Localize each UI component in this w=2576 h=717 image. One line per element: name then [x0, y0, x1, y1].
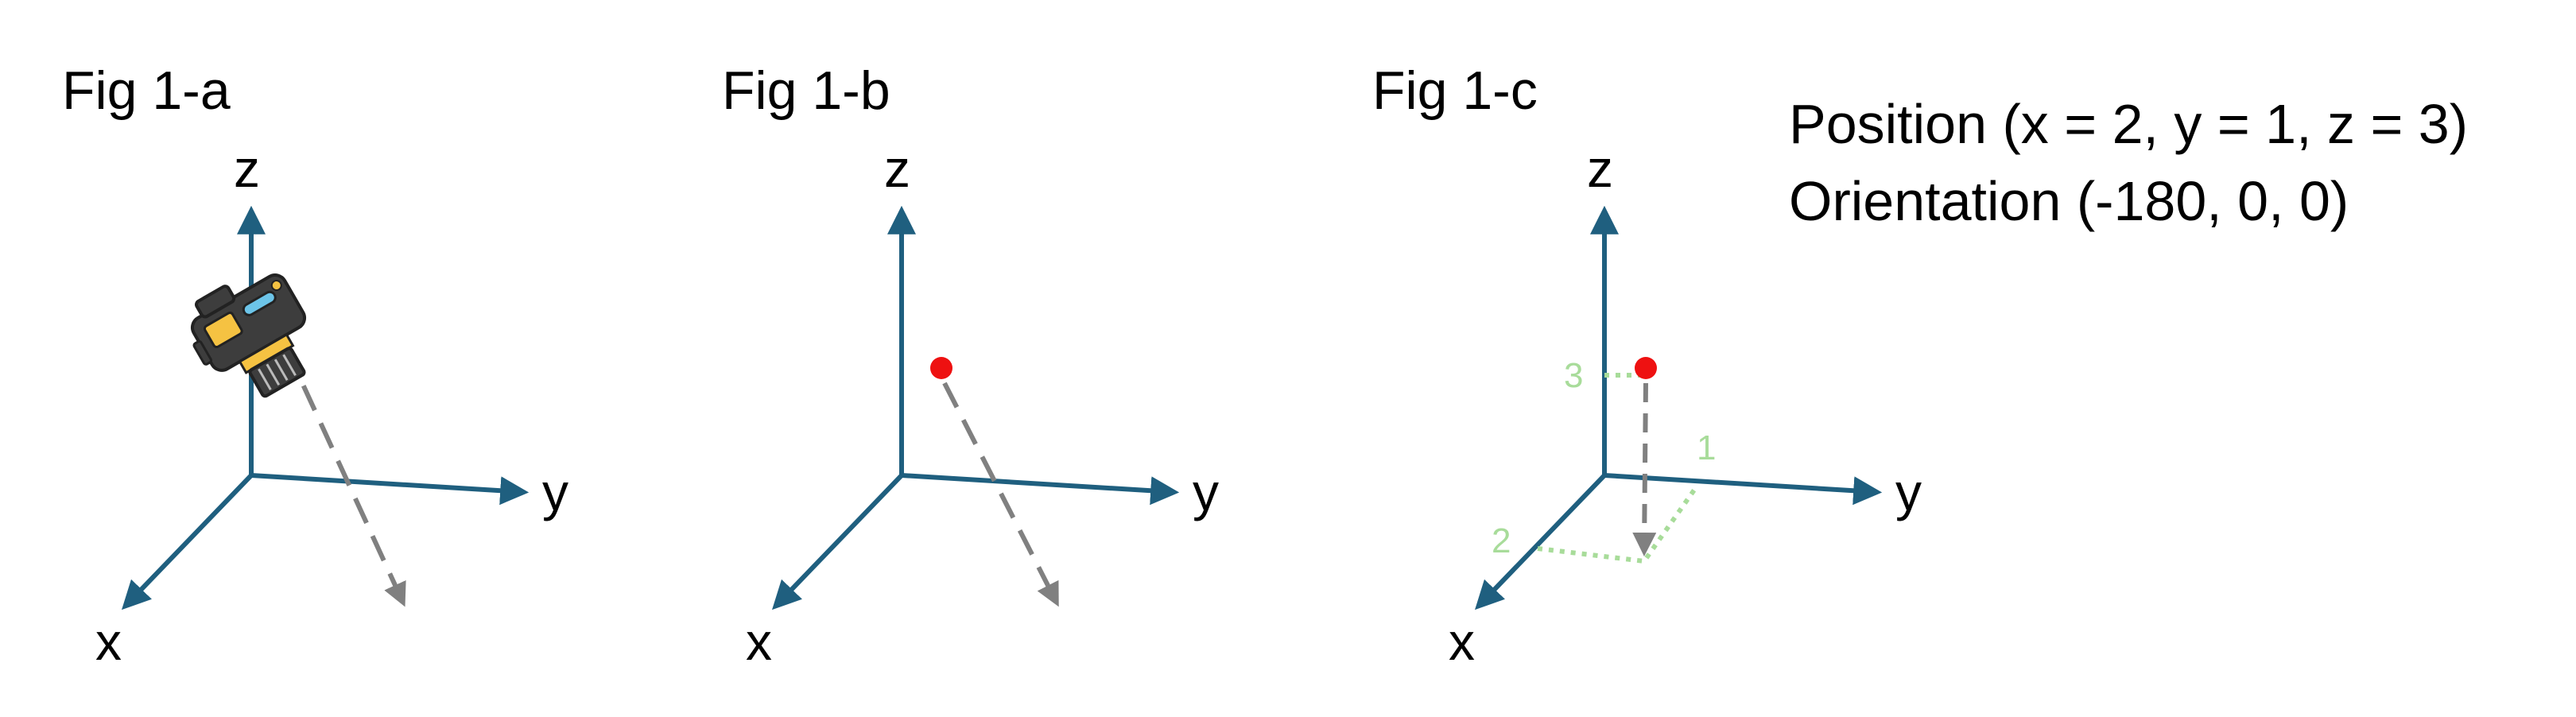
fig-1c-x-axis: [1475, 473, 1607, 610]
fig-1a-y-label: y: [542, 463, 568, 521]
position-text: Position (x = 2, y = 1, z = 3): [1789, 93, 2468, 155]
fig-1b-x-axis: [772, 473, 904, 610]
fig-1c-projection-lines: [1537, 373, 1699, 564]
fig-1a-y-axis: [250, 473, 530, 506]
orientation-text: Orientation (-180, 0, 0): [1789, 170, 2349, 232]
fig-1a-title: Fig 1-a: [62, 60, 231, 121]
fig-1b-title: Fig 1-b: [722, 60, 890, 121]
fig-1a: Fig 1-a z y x: [62, 60, 568, 671]
fig-1c-title: Fig 1-c: [1372, 60, 1538, 121]
fig-1b-x-label: x: [746, 612, 772, 671]
fig-1c-y-coordinate-label: 1: [1697, 428, 1716, 467]
camera-icon: [190, 273, 307, 398]
fig-1b-y-axis: [901, 473, 1180, 506]
fig-1a-z-label: z: [234, 139, 260, 198]
fig-1a-x-axis: [122, 473, 254, 610]
fig-1b-direction-ray: [942, 382, 1059, 607]
fig-1a-x-label: x: [95, 612, 122, 671]
fig-1c-z-label: z: [1587, 139, 1613, 198]
fig-1c-x-coordinate-label: 2: [1492, 521, 1511, 560]
fig-1c-point: [1635, 357, 1657, 379]
fig-1b-point: [930, 357, 952, 379]
fig-1b: Fig 1-b z y x: [722, 60, 1219, 671]
fig-1c-z-coordinate-label: 3: [1564, 356, 1583, 395]
fig-1c-y-axis: [1604, 473, 1883, 506]
fig-1c-direction-ray: [1632, 382, 1657, 556]
pose-info: Position (x = 2, y = 1, z = 3) Orientati…: [1789, 93, 2468, 232]
fig-1b-y-label: y: [1193, 463, 1219, 521]
fig-1c-y-label: y: [1895, 463, 1922, 521]
fig-1c: Fig 1-c z y x 3 2 1: [1372, 60, 1922, 671]
fig-1a-direction-ray: [284, 347, 406, 607]
fig-1b-z-label: z: [884, 139, 910, 198]
fig-1c-x-label: x: [1449, 612, 1475, 671]
